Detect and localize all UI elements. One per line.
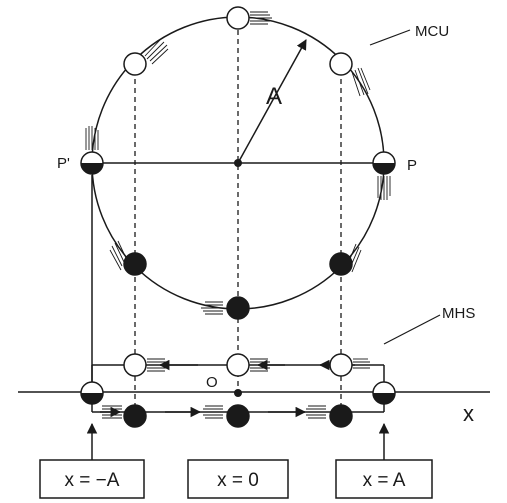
ball-bottom-left [123,252,147,276]
box-center-label: x = 0 [217,470,259,491]
ball-p [372,151,396,175]
ball-track-upper-left [123,353,147,377]
projection-lines [134,30,342,412]
motion-streaks [85,11,391,419]
box-center [187,459,289,499]
point-p-label: P [407,157,417,174]
box-right [335,459,433,499]
ball-bottom [226,296,250,320]
ball-bottom-right [329,252,353,276]
box-right-label: x = A [363,470,406,491]
ball-track-upper-right [329,353,353,377]
ball-turn-left [80,381,104,405]
ball-top [226,6,250,30]
mcu-leader-line [369,29,411,46]
mcu-label: MCU [415,23,449,40]
circle-balls [123,6,353,320]
track-balls [123,353,353,428]
point-p-prime-label: P' [57,155,70,172]
x-axis-label: x [463,401,474,426]
ball-top-left [123,52,147,76]
mhs-label: MHS [442,305,475,322]
ball-top-right [329,52,353,76]
ball-track-lower-right [329,404,353,428]
radius-label: A [266,83,282,110]
origin-label: O [206,374,218,391]
box-pointer-arrows [86,422,390,460]
origin-dot [234,389,242,397]
ball-track-lower-left [123,404,147,428]
mhs-leader-line [383,314,441,345]
radius-arrow [237,39,307,164]
ball-track-upper-center [226,353,250,377]
ball-turn-right [372,381,396,405]
ball-p-prime [80,151,104,175]
box-left-label: x = −A [65,470,120,491]
position-boxes [39,459,433,499]
ball-track-lower-center [226,404,250,428]
box-left [39,459,145,499]
